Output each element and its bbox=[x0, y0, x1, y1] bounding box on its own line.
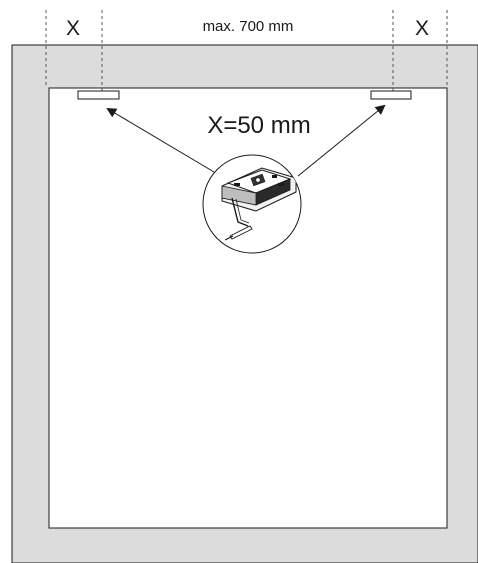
mounting-bracket-icon bbox=[202, 154, 302, 254]
max-width-label: max. 700 mm bbox=[203, 18, 294, 35]
left-mount-slot bbox=[77, 90, 120, 100]
left-x-label: X bbox=[66, 17, 80, 40]
right-x-label: X bbox=[415, 17, 429, 40]
inner-opening bbox=[48, 87, 448, 529]
left-pointer-arrow bbox=[106, 107, 215, 173]
right-mount-slot bbox=[370, 90, 412, 100]
right-pointer-arrow bbox=[297, 104, 386, 177]
x-value-label: X=50 mm bbox=[207, 112, 310, 139]
